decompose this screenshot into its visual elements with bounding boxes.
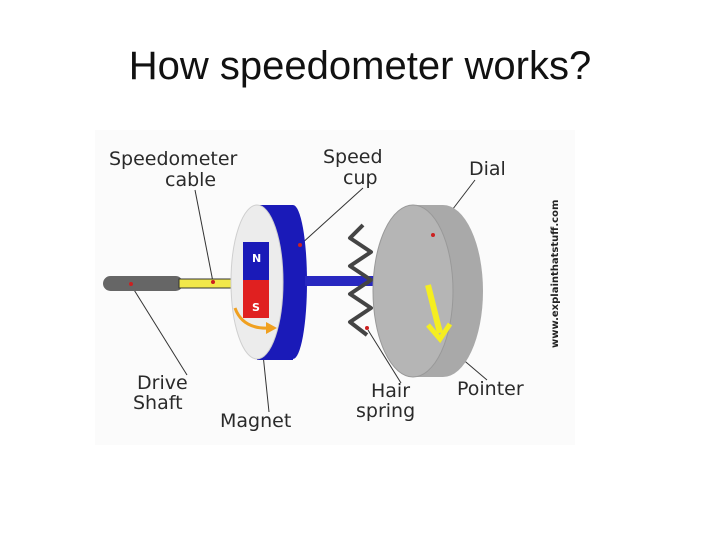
credit-text: www.explainthatstuff.com — [550, 200, 561, 348]
label-hair-spring-1: Hair — [371, 380, 410, 402]
label-speedometer-cable-2: cable — [165, 169, 216, 191]
pointer — [425, 284, 453, 344]
label-hair-spring-2: spring — [356, 400, 415, 422]
slide-title: How speedometer works? — [128, 44, 592, 88]
label-pointer: Pointer — [457, 378, 524, 400]
label-drive-shaft-2: Shaft — [133, 392, 183, 414]
magnet-south-label: S — [252, 301, 260, 314]
drive-shaft — [103, 276, 183, 291]
label-speedometer-cable-1: Speedometer — [109, 148, 238, 170]
label-speed-cup-1: Speed — [323, 146, 383, 168]
magnet-north-label: N — [252, 252, 261, 265]
label-speed-cup-2: cup — [343, 167, 378, 189]
magnet: N S — [233, 242, 277, 334]
label-dial: Dial — [469, 158, 506, 180]
hair-spring — [348, 223, 373, 337]
label-magnet: Magnet — [220, 410, 291, 432]
label-drive-shaft-1: Drive — [137, 372, 188, 394]
speedometer-diagram: Speedometer cable Speed cup Dial N S — [95, 130, 575, 445]
